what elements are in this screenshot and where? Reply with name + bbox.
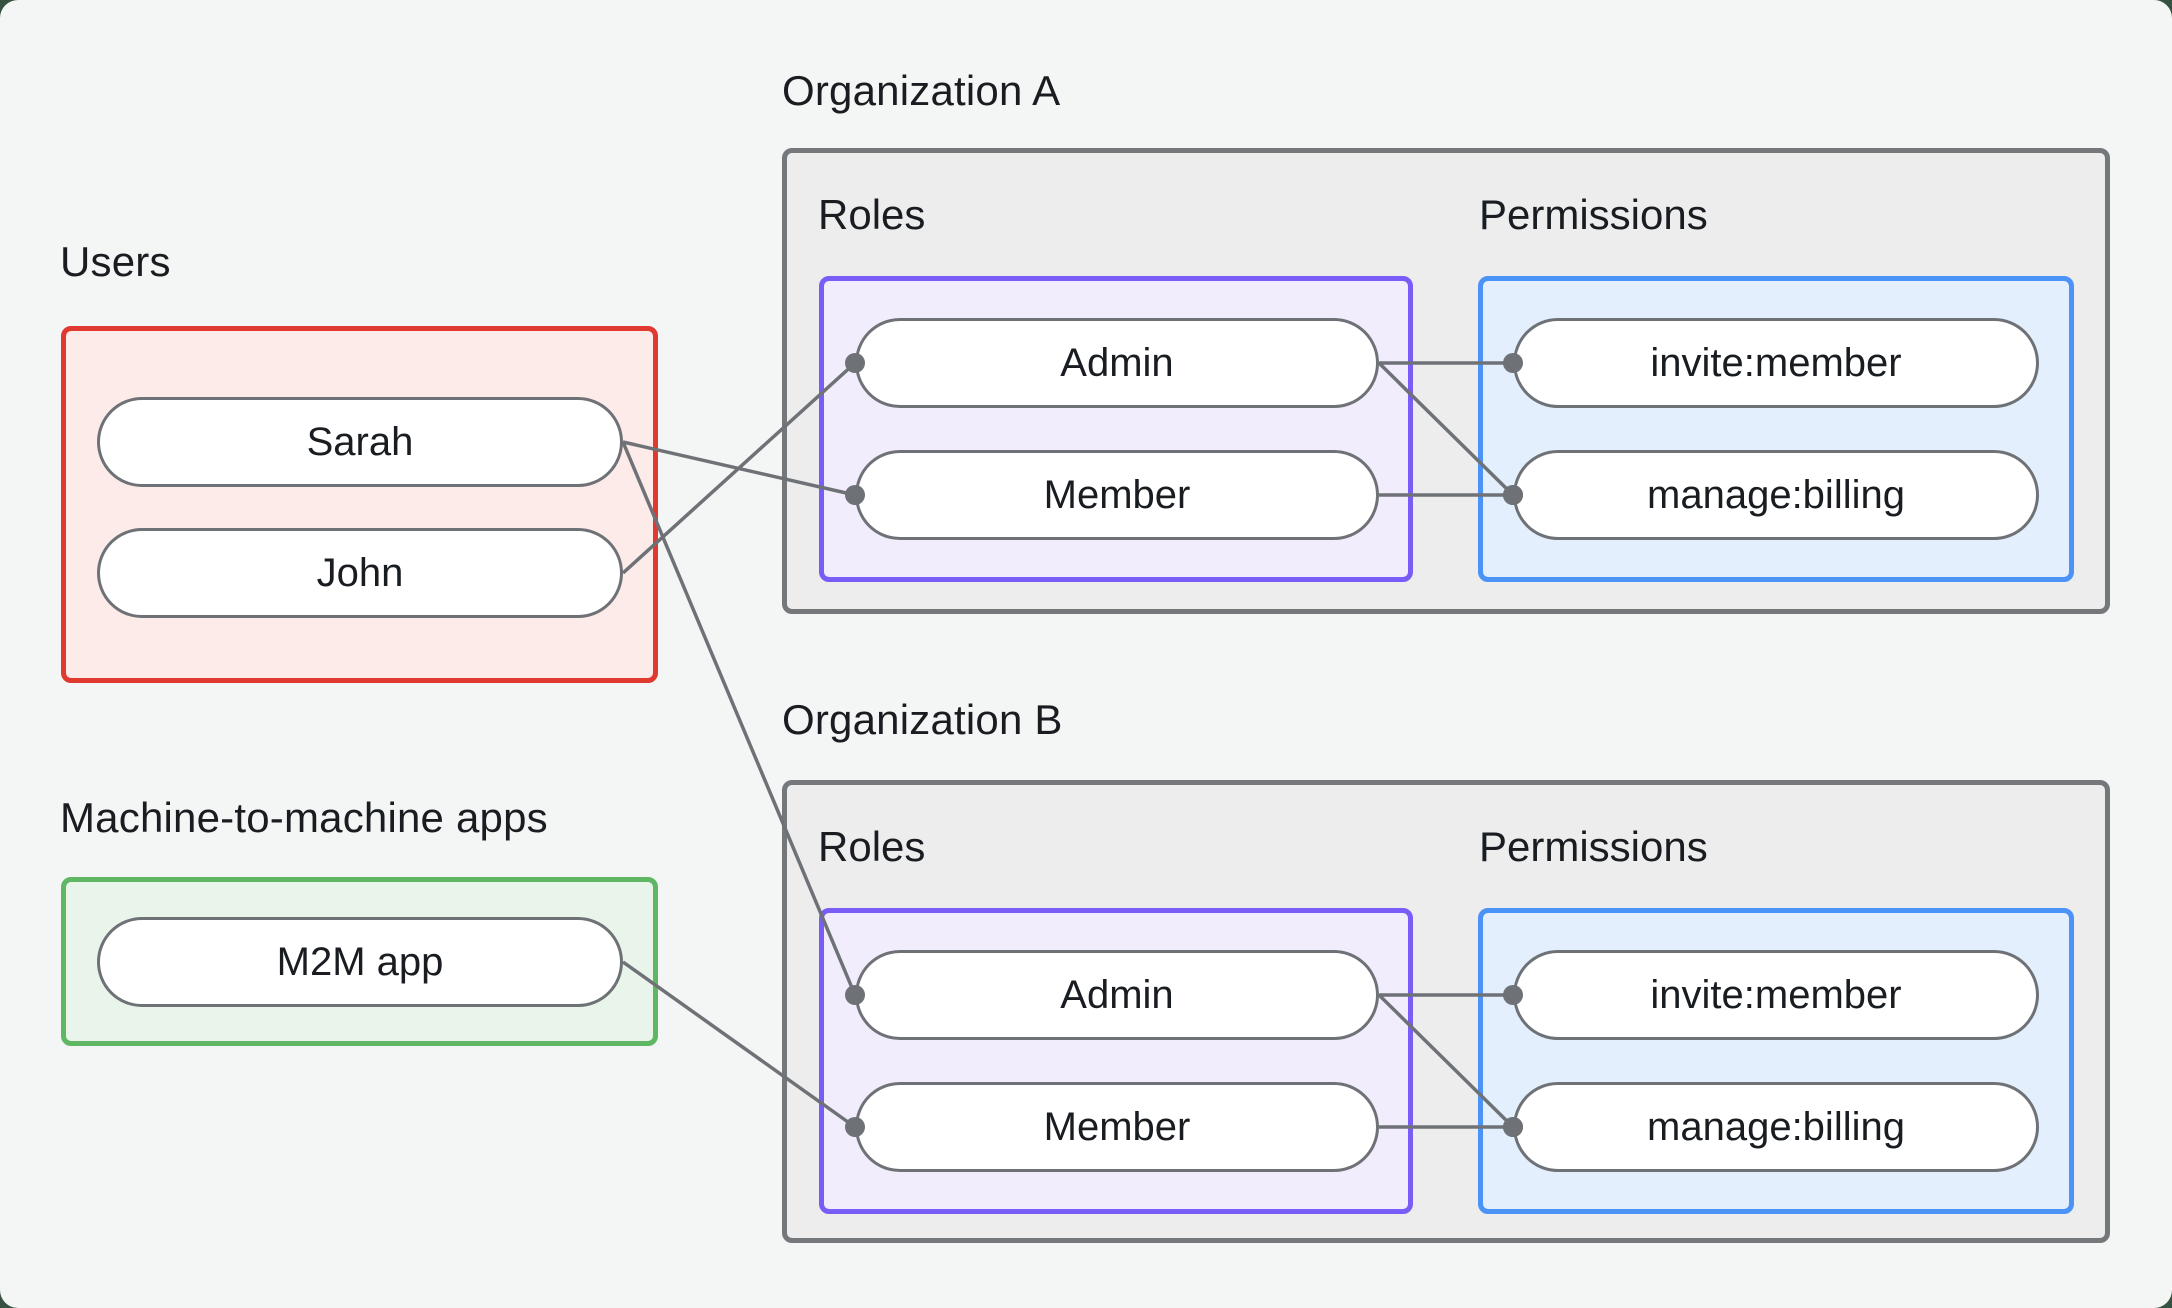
- org-b-permission-invite-member: invite:member: [1513, 950, 2039, 1040]
- org-b-roles-label: Roles: [818, 823, 926, 870]
- org-a-box: Roles Admin Member Permissions invite:me…: [782, 148, 2110, 614]
- user-node-john: John: [97, 528, 623, 618]
- org-b-role-admin: Admin: [855, 950, 1379, 1040]
- org-b-permission-manage-billing: manage:billing: [1513, 1082, 2039, 1172]
- org-a-title: Organization A: [782, 67, 1061, 114]
- org-a-roles-label: Roles: [818, 191, 926, 238]
- org-a-permissions-box: invite:member manage:billing: [1478, 276, 2074, 582]
- org-b-role-member: Member: [855, 1082, 1379, 1172]
- org-a-permission-manage-billing-label: manage:billing: [1647, 472, 1905, 517]
- org-b-permission-manage-billing-label: manage:billing: [1647, 1104, 1905, 1149]
- org-a-permissions-label: Permissions: [1479, 191, 1708, 238]
- org-a-role-admin: Admin: [855, 318, 1379, 408]
- org-a-role-member: Member: [855, 450, 1379, 540]
- org-b-permissions-label: Permissions: [1479, 823, 1708, 870]
- user-node-sarah-label: Sarah: [306, 419, 414, 464]
- user-node-sarah: Sarah: [97, 397, 623, 487]
- org-b-role-admin-label: Admin: [1060, 972, 1174, 1017]
- m2m-group-label: Machine-to-machine apps: [60, 794, 548, 841]
- m2m-app-node-label: M2M app: [276, 939, 444, 984]
- org-b-permissions-box: invite:member manage:billing: [1478, 908, 2074, 1214]
- org-a-permission-manage-billing: manage:billing: [1513, 450, 2039, 540]
- user-node-john-label: John: [316, 550, 404, 595]
- org-b-box: Roles Admin Member Permissions invite:me…: [782, 780, 2110, 1243]
- org-a-role-member-label: Member: [1043, 472, 1191, 517]
- org-b-roles-box: Admin Member: [819, 908, 1413, 1214]
- org-b-role-member-label: Member: [1043, 1104, 1191, 1149]
- users-group-label: Users: [60, 238, 171, 285]
- users-group-box: Sarah John: [61, 326, 658, 683]
- m2m-group-box: M2M app: [61, 877, 658, 1046]
- org-a-permission-invite-member: invite:member: [1513, 318, 2039, 408]
- org-a-role-admin-label: Admin: [1060, 340, 1174, 385]
- org-b-title: Organization B: [782, 696, 1063, 743]
- org-a-roles-box: Admin Member: [819, 276, 1413, 582]
- org-a-permission-invite-member-label: invite:member: [1650, 340, 1902, 385]
- m2m-app-node: M2M app: [97, 917, 623, 1007]
- org-b-permission-invite-member-label: invite:member: [1650, 972, 1902, 1017]
